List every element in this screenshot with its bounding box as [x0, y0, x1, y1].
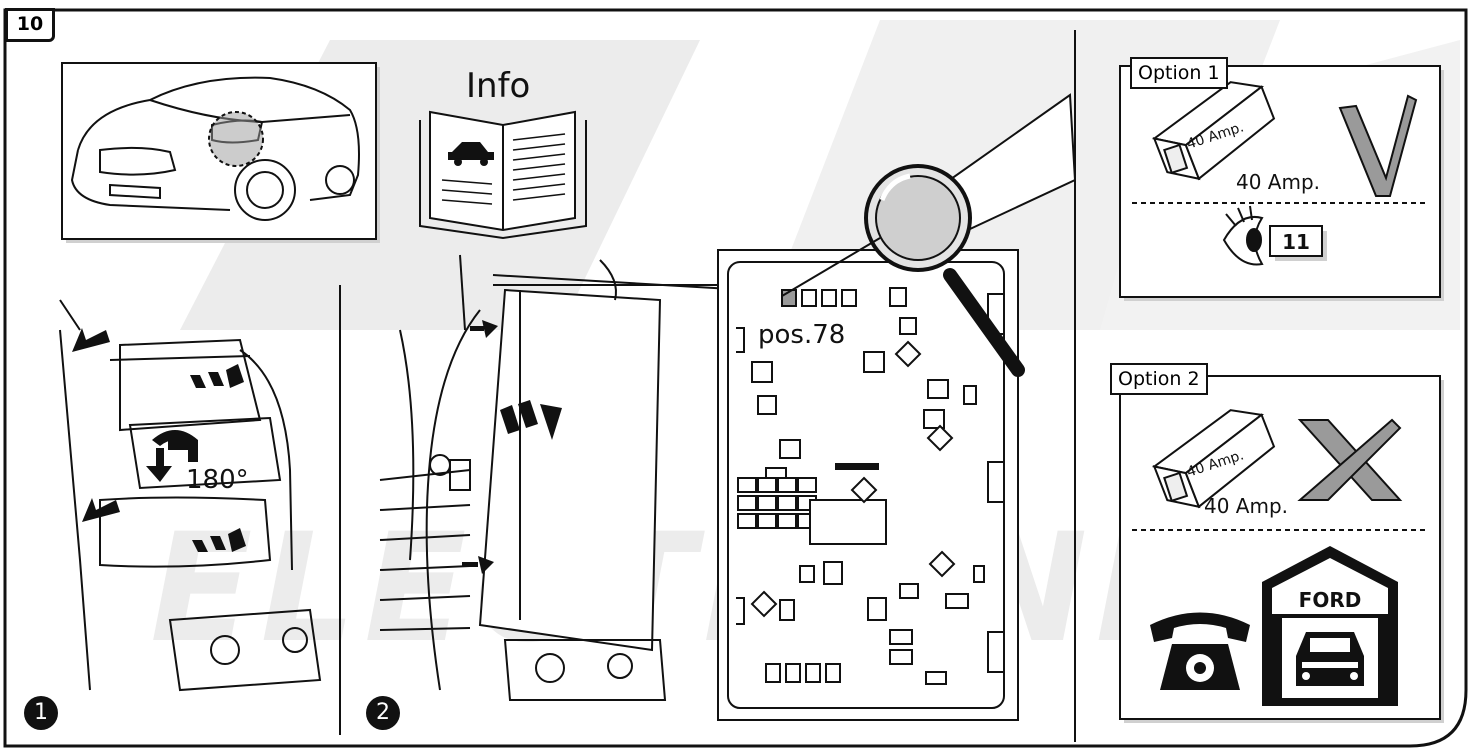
option2-panel: [1120, 376, 1444, 723]
rotation-label: 180°: [186, 465, 249, 495]
option2-fuse-caption: 40 Amp.: [1204, 494, 1288, 518]
manual-book-icon: [420, 112, 586, 238]
option2-title: Option 2: [1110, 363, 1208, 395]
sub-step-1-badge: 1: [24, 696, 58, 730]
next-step-badge: 11: [1270, 228, 1322, 256]
info-label: Info: [466, 66, 530, 106]
sub-step-2-badge: 2: [366, 696, 400, 730]
step-number-badge: 10: [5, 8, 55, 42]
ford-label: FORD: [1288, 588, 1372, 612]
option1-title: Option 1: [1130, 57, 1228, 89]
position-label: pos.78: [758, 320, 845, 350]
headlight-zoom-circle: [209, 112, 263, 166]
car-location-image: [62, 63, 380, 243]
option1-fuse-caption: 40 Amp.: [1236, 170, 1320, 194]
